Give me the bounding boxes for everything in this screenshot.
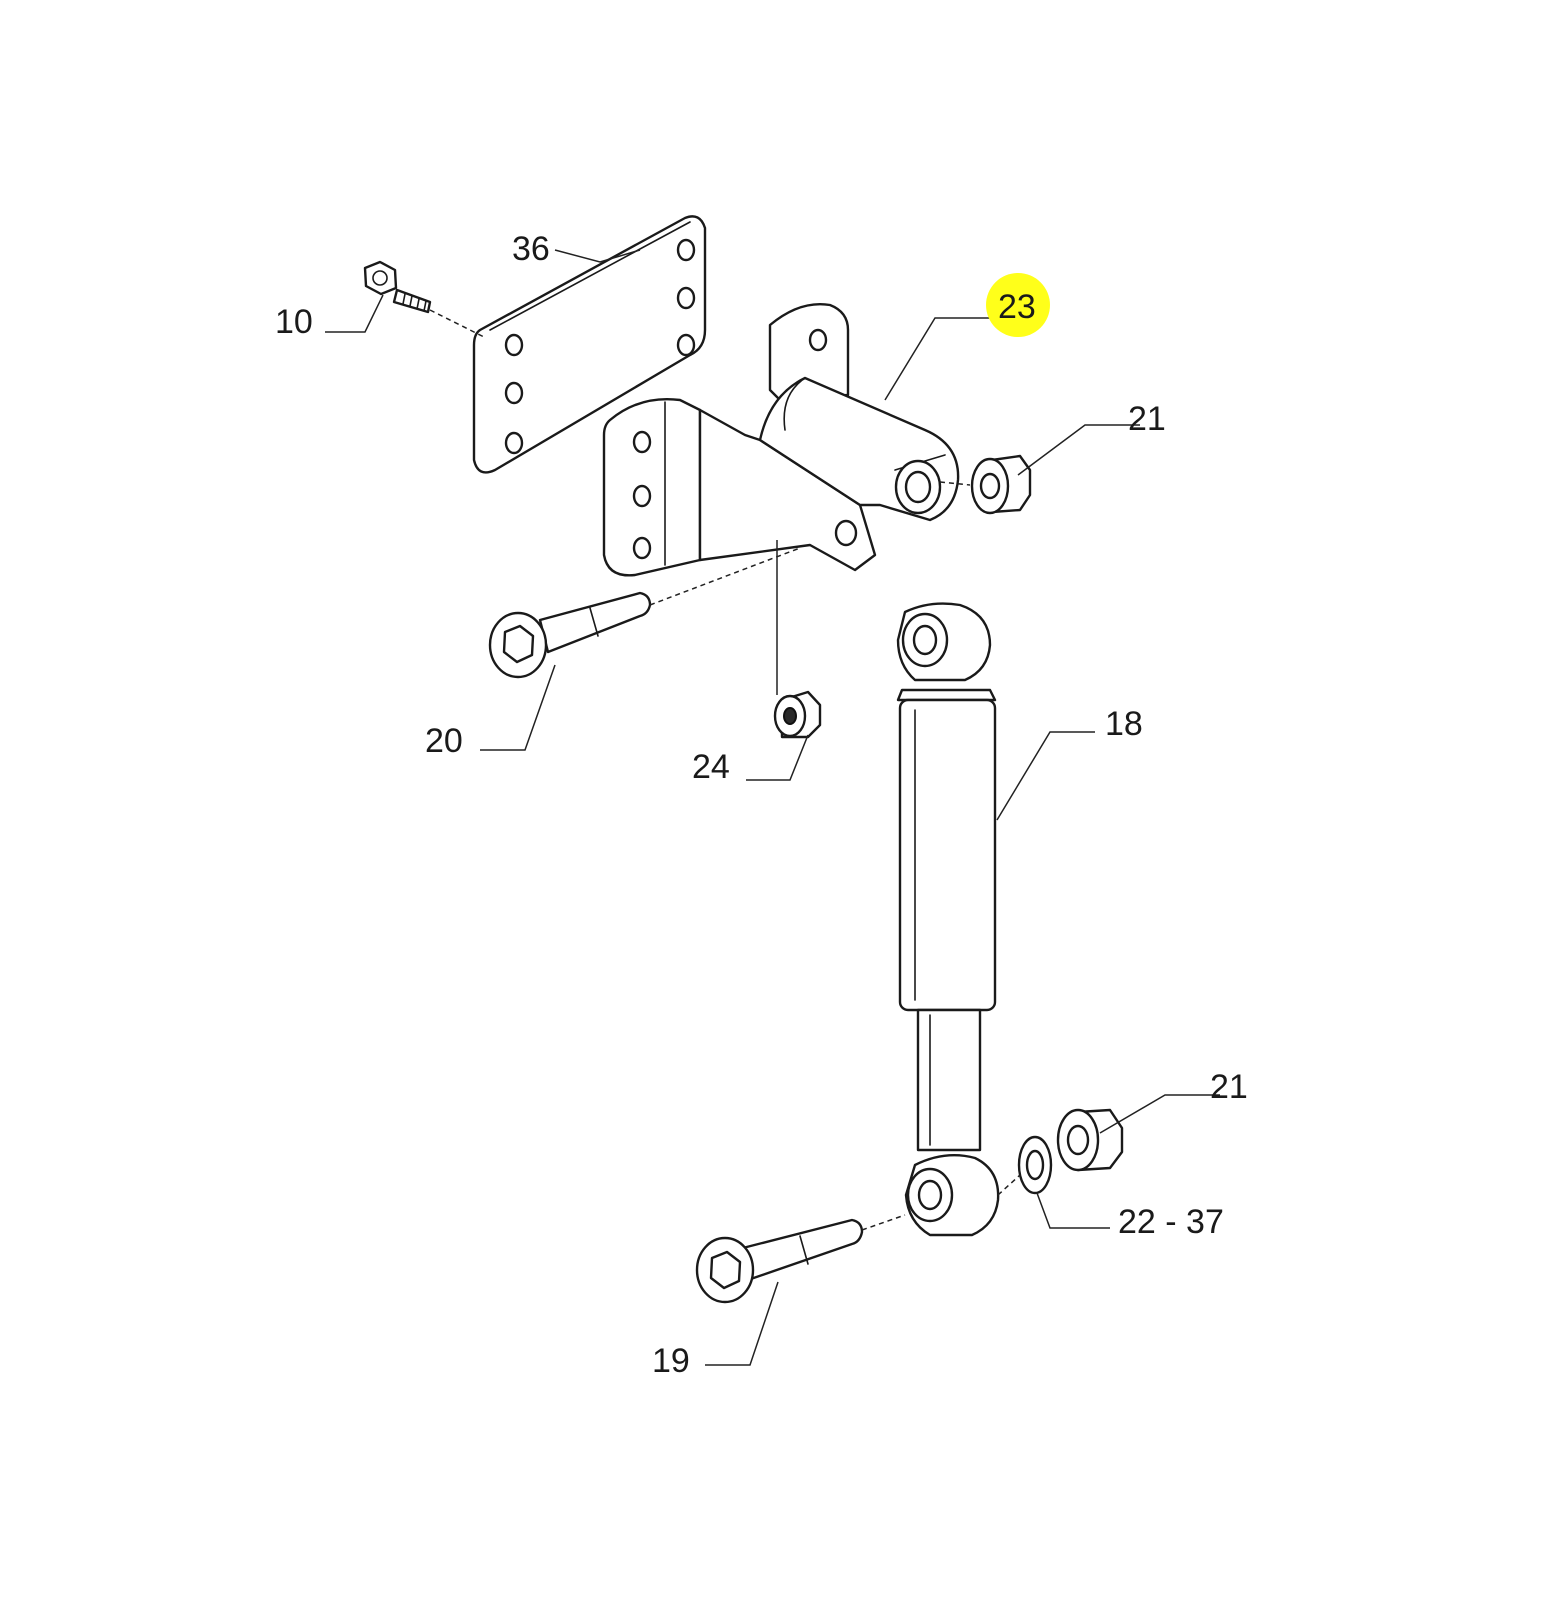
leader-10 bbox=[325, 294, 384, 333]
axis-line-washer bbox=[997, 1174, 1021, 1196]
callout-24[interactable]: 24 bbox=[692, 748, 730, 786]
axis-line-10 bbox=[429, 309, 487, 339]
washer-part-22-37 bbox=[1017, 1135, 1053, 1195]
callout-22-37[interactable]: 22 - 37 bbox=[1118, 1203, 1224, 1241]
leader-36 bbox=[554, 249, 641, 263]
highlight-badge-23 bbox=[986, 273, 1050, 337]
long-bolt-part-20 bbox=[488, 591, 652, 679]
leader-18 bbox=[996, 731, 1095, 821]
leader-20 bbox=[480, 664, 556, 751]
leader-22-37 bbox=[1036, 1192, 1110, 1229]
leader-21-upper bbox=[1017, 424, 1140, 476]
long-bolt-part-19 bbox=[695, 1218, 864, 1304]
bracket-part-23 bbox=[602, 303, 960, 577]
callout-36[interactable]: 36 bbox=[512, 230, 550, 268]
callout-21-lower[interactable]: 21 bbox=[1210, 1068, 1248, 1106]
mounting-plate-part-36 bbox=[472, 215, 707, 474]
leader-21-lower bbox=[1099, 1094, 1220, 1134]
callout-23[interactable]: 23 bbox=[998, 288, 1036, 326]
flange-nut-part-21-upper bbox=[970, 454, 1032, 515]
callout-20[interactable]: 20 bbox=[425, 722, 463, 760]
callout-19[interactable]: 19 bbox=[652, 1342, 690, 1380]
axis-line-19 bbox=[861, 1214, 906, 1231]
leader-24 bbox=[746, 734, 809, 781]
bolt-part-10 bbox=[363, 260, 432, 314]
leader-23 bbox=[884, 317, 995, 401]
callout-21-upper[interactable]: 21 bbox=[1128, 400, 1166, 438]
nut-part-24 bbox=[773, 690, 822, 739]
callout-18[interactable]: 18 bbox=[1105, 705, 1143, 743]
flange-nut-part-21-lower bbox=[1056, 1108, 1124, 1172]
shock-absorber-part-18 bbox=[896, 602, 1000, 1237]
callout-10[interactable]: 10 bbox=[275, 303, 313, 341]
leader-19 bbox=[705, 1281, 779, 1366]
